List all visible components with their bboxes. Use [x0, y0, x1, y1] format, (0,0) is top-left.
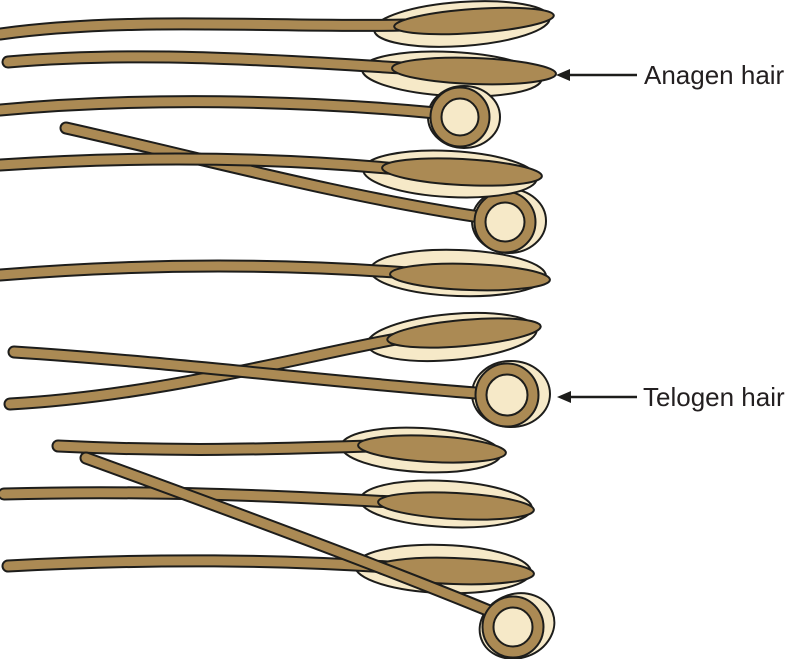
- hair-shaft: [3, 556, 393, 572]
- hair-shaft: [61, 123, 485, 222]
- hair-strand-anagen: [3, 311, 542, 411]
- hair-strand-telogen: [0, 85, 501, 149]
- hair-strand-anagen: [0, 149, 543, 199]
- hair-strand-telogen: [7, 345, 551, 428]
- anagen-root-bulb: [391, 56, 557, 86]
- hair-strand-anagen: [0, 0, 555, 48]
- hair-strand-anagen: [1, 543, 535, 595]
- hair-shaft: [0, 488, 397, 507]
- arrow-head: [557, 391, 571, 403]
- hair-strand-telogen: [79, 451, 556, 659]
- telogen-club-ring: [475, 192, 535, 252]
- telogen-club-ring: [476, 364, 538, 426]
- hair-strand-anagen: [1, 50, 557, 98]
- hair-strand-anagen: [51, 426, 507, 474]
- hair-shaft: [0, 261, 413, 280]
- anagen-root-bulb: [386, 317, 542, 349]
- hair-strand-anagen: [0, 479, 535, 529]
- hair-strand-telogen: [59, 121, 547, 254]
- label-arrow-icon: [557, 391, 637, 403]
- hair-shaft: [9, 347, 481, 398]
- anagen-root-bulb: [357, 434, 507, 464]
- hair-strand-anagen: [0, 248, 551, 298]
- telogen-club-ring: [431, 88, 489, 146]
- anagen-root-bulb: [377, 491, 535, 521]
- hair-shaft: [0, 19, 410, 39]
- anagen-root-bulb: [381, 157, 543, 187]
- hair-shaft: [53, 441, 375, 454]
- arrow-head: [556, 69, 570, 81]
- hair-shaft: [0, 97, 441, 118]
- hair-shaft: [0, 154, 403, 174]
- hair-shaft: [3, 52, 407, 73]
- anagen-root-bulb: [393, 6, 555, 36]
- telogen-club-ring: [483, 597, 543, 657]
- label-anagen-hair: Anagen hair: [644, 60, 785, 90]
- hair-shaft: [81, 453, 497, 617]
- anagen-root-bulb: [389, 262, 551, 292]
- label-telogen-hair: Telogen hair: [643, 382, 785, 412]
- label-arrow-icon: [556, 69, 637, 81]
